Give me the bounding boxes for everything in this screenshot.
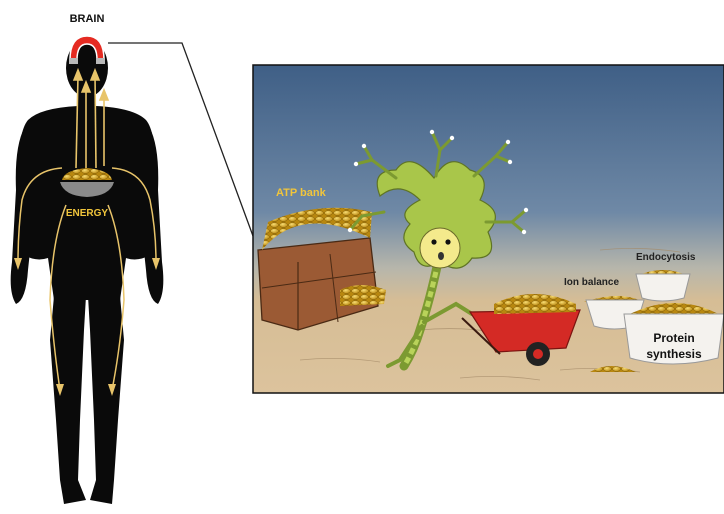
energy-label: ENERGY — [66, 208, 109, 219]
human-silhouette — [11, 39, 164, 504]
ion-balance-label: Ion balance — [564, 277, 619, 288]
brain-label: BRAIN — [70, 13, 105, 25]
protein-synthesis-label-line1: Protein — [653, 331, 694, 345]
atp-bank-label: ATP bank — [276, 187, 327, 199]
neuron-illustration-panel: ATP bank Ion balance Endocytosis Protein… — [253, 65, 724, 393]
protein-synthesis-label-line2: synthesis — [646, 347, 702, 361]
endocytosis-label: Endocytosis — [636, 252, 696, 263]
endocytosis-bowl — [636, 270, 690, 301]
